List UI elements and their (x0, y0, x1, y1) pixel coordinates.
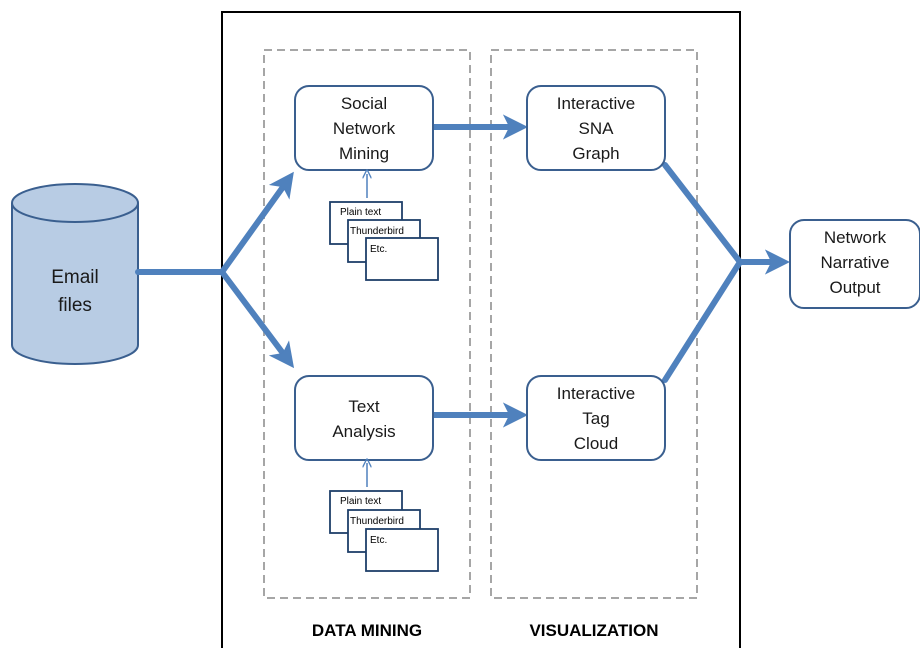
sna-graph-line1: Interactive (557, 94, 635, 113)
social-network-mining-line1: Social (341, 94, 387, 113)
format-thunderbird: Thunderbird (350, 226, 404, 237)
input-formats-stack-upper: Plain text Thunderbird Etc. (329, 201, 439, 281)
social-network-mining-box: Social Network Mining (294, 85, 434, 171)
sna-graph-line2: SNA (579, 119, 615, 138)
text-analysis-line1: Text (348, 397, 379, 416)
email-files-cylinder: Email files (11, 183, 139, 365)
sna-graph-box: Interactive SNA Graph (526, 85, 666, 171)
format-etc: Etc. (370, 244, 387, 255)
arrow-to-text-analysis (219, 269, 295, 369)
tag-cloud-line3: Cloud (574, 434, 618, 453)
output-line3: Output (829, 278, 880, 297)
tag-cloud-box: Interactive Tag Cloud (526, 375, 666, 461)
visualization-label: VISUALIZATION (529, 621, 658, 640)
outer-frame (221, 11, 741, 648)
format-plain-text: Plain text (340, 207, 381, 218)
email-files-label-line1: Email (51, 267, 99, 288)
email-files-label-line2: files (58, 295, 92, 316)
text-analysis-line2: Analysis (332, 422, 395, 441)
tag-cloud-line2: Tag (582, 409, 609, 428)
network-narrative-output-box: Network Narrative Output (789, 219, 920, 309)
input-formats-stack-lower: Plain text Thunderbird Etc. (329, 490, 439, 572)
document-icon (365, 237, 439, 281)
output-line1: Network (824, 228, 887, 247)
format-plain-text: Plain text (340, 496, 381, 507)
arrow-to-social-network-mining (219, 171, 294, 275)
merge-connector (662, 162, 743, 383)
tag-cloud-line1: Interactive (557, 384, 635, 403)
data-mining-label: DATA MINING (312, 621, 422, 640)
format-thunderbird: Thunderbird (350, 516, 404, 527)
text-analysis-box: Text Analysis (294, 375, 434, 461)
document-icon (365, 528, 439, 572)
sna-graph-line3: Graph (572, 144, 619, 163)
format-etc: Etc. (370, 535, 387, 546)
output-line2: Narrative (821, 253, 890, 272)
social-network-mining-line3: Mining (339, 144, 389, 163)
social-network-mining-line2: Network (333, 119, 396, 138)
